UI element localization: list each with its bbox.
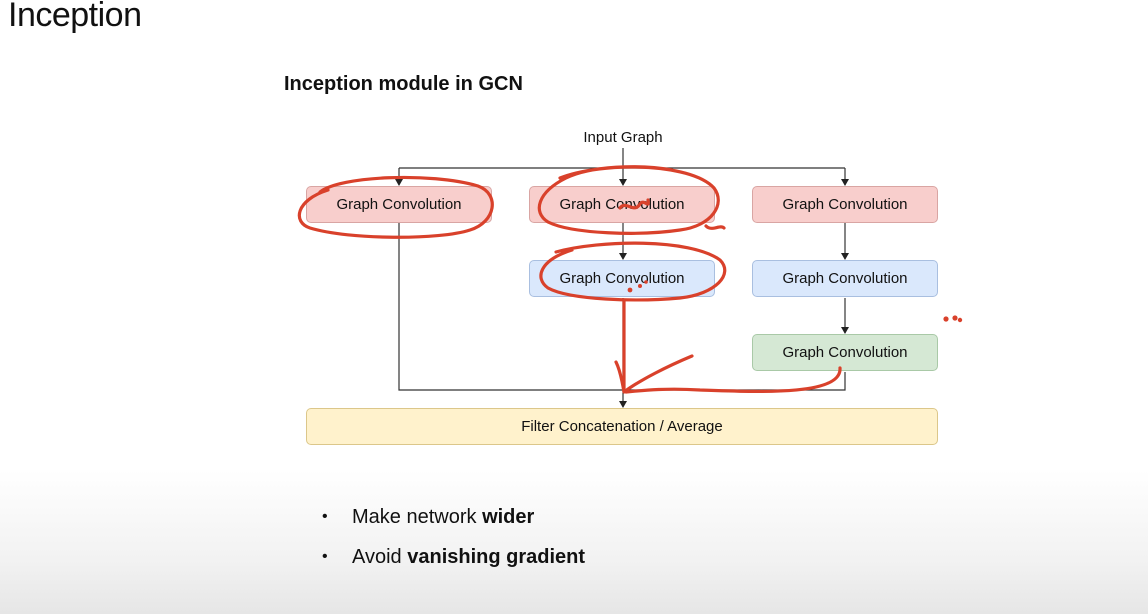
bullet-emphasis: wider [482,506,535,528]
annotation-dot-6 [957,317,963,323]
annotation-circle-middle-bottom [539,241,727,302]
bullet-emphasis: vanishing gradient [407,546,586,568]
slide-title: Inception [8,0,142,34]
branch1-graph-convolution-1: Graph Convolution [306,186,492,223]
branch3-graph-convolution-3: Graph Convolution [752,334,938,371]
connector-left-to-output [398,223,623,391]
annotation-dot-2 [638,284,642,288]
annotation-scribble-top [618,198,650,210]
annotation-dot-1 [627,287,633,293]
annotation-arrowhead [614,354,694,394]
annotation-dot-3 [644,280,648,284]
bullet-text: Make network [352,506,483,528]
bullet-item-wider: • Make network wider [322,502,585,542]
annotation-dot-5 [952,315,958,321]
annotation-tick-top [704,224,726,230]
bullet-text: Avoid [352,546,408,568]
branch3-graph-convolution-1: Graph Convolution [752,186,938,223]
diagram-title: Inception module in GCN [284,73,523,95]
bullet-dot-icon: • [322,548,328,565]
bullet-list: • Make network wider • Avoid vanishing gra… [322,502,585,582]
annotation-dot-4 [943,316,949,322]
branch2-graph-convolution-2: Graph Convolution [529,260,715,297]
branch3-graph-convolution-2: Graph Convolution [752,260,938,297]
bullet-dot-icon: • [322,508,328,525]
bullet-item-vanishing-gradient: • Avoid vanishing gradient [322,542,585,582]
annotation-circle-middle-top [537,165,720,235]
annotation-circle-left [297,175,494,239]
annotation-arrow-from-right [624,366,842,394]
input-graph-label: Input Graph [583,129,663,146]
filter-concatenation-box: Filter Concatenation / Average [306,408,938,445]
